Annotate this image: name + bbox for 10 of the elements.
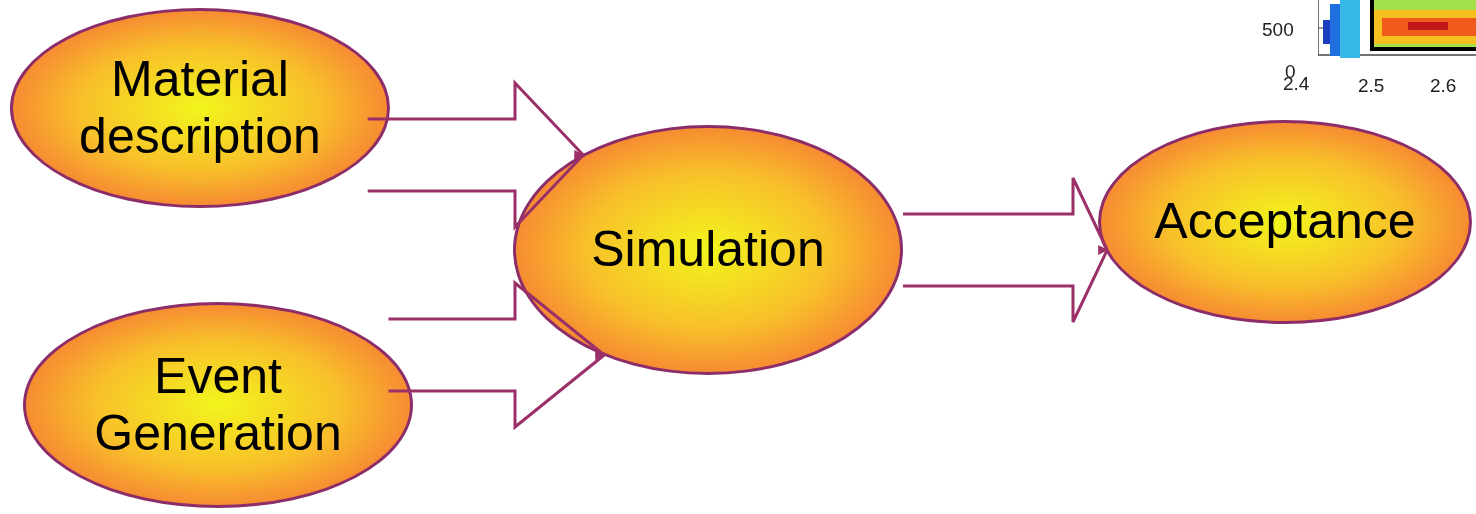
node-label: Event Generation bbox=[93, 347, 343, 463]
block-arrow bbox=[387, 279, 606, 431]
block-arrow bbox=[901, 176, 1109, 324]
node-label: Acceptance bbox=[1153, 193, 1417, 251]
node-label: Material description bbox=[78, 50, 322, 166]
axis-tick-label: 500 bbox=[1262, 20, 1294, 39]
axis-tick-label: 2.6 bbox=[1430, 76, 1457, 95]
axis-tick-label: 2.5 bbox=[1358, 76, 1385, 95]
block-arrow bbox=[366, 79, 585, 231]
node-label: Simulation bbox=[590, 221, 826, 279]
